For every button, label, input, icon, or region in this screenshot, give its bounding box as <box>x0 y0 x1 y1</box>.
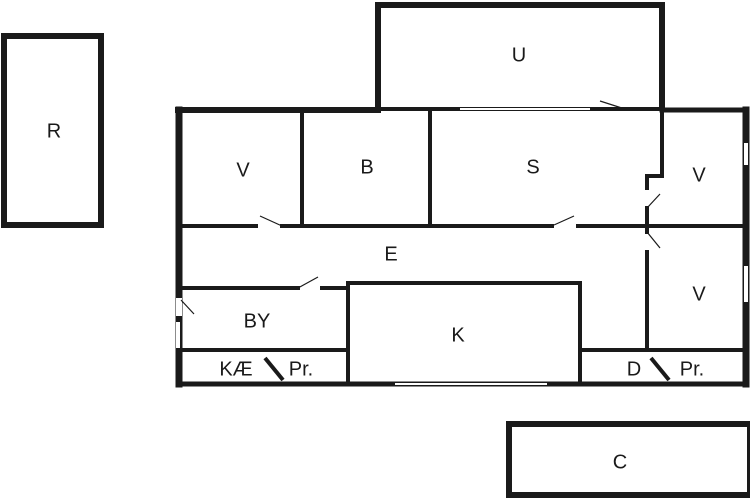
interior-walls <box>180 109 745 386</box>
room-label-e: E <box>384 243 397 265</box>
room-label-k: K <box>451 324 465 346</box>
room-label-v3: V <box>692 283 706 305</box>
slash-divider <box>263 356 285 382</box>
room-label-by: BY <box>244 310 271 332</box>
room-label-r: R <box>47 120 61 142</box>
room-c <box>506 421 750 498</box>
windows <box>176 108 748 385</box>
room-label-c: C <box>613 451 627 473</box>
room-label-b: B <box>360 156 373 178</box>
room-label-v1: V <box>236 159 250 181</box>
slash-divider <box>649 356 671 382</box>
room-label-kae-suffix: Pr. <box>289 358 313 380</box>
room-label-kae: KÆ <box>219 358 252 380</box>
room-label-v2: V <box>692 164 706 186</box>
room-label-d-suffix: Pr. <box>680 358 704 380</box>
room-r <box>1 33 104 228</box>
room-label-u: U <box>512 44 526 66</box>
room-label-d: D <box>627 358 641 380</box>
room-u <box>375 2 665 111</box>
door-swings <box>180 100 661 315</box>
room-label-s: S <box>526 156 539 178</box>
